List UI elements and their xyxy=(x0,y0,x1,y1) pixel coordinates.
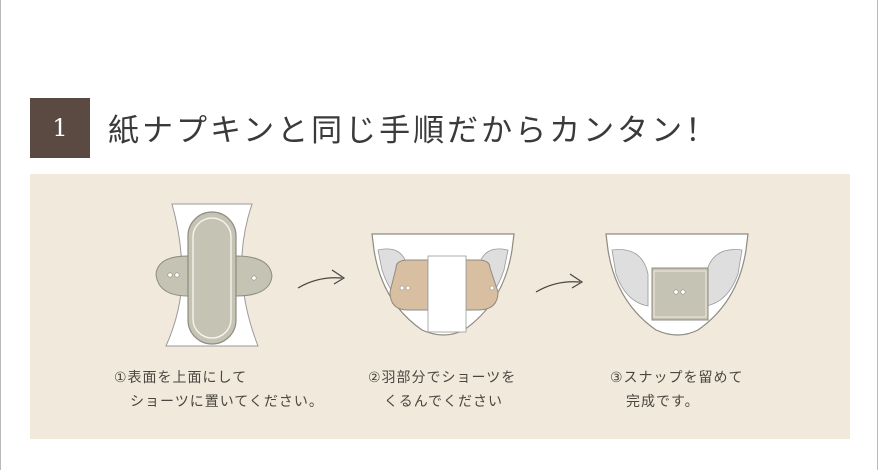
instruction-panel: ①表面を上面にして ショーツに置いてください。 ②羽部分でショーツを くるんでく… xyxy=(30,174,850,439)
caption-line: くるんでください xyxy=(384,394,504,410)
arrow-icon xyxy=(535,273,584,293)
step-number: 1 xyxy=(52,114,68,142)
step-title: 紙ナプキンと同じ手順だからカンタン！ xyxy=(108,112,720,149)
snap-fastened-illustration xyxy=(605,233,749,336)
wings-wrap-illustration xyxy=(371,233,515,336)
caption-line: ②羽部分でショーツを xyxy=(368,370,517,386)
pad-on-shorts-illustration xyxy=(155,203,273,347)
step-caption-3: ③スナップを留めて 完成です。 xyxy=(610,366,744,414)
step-number-badge: 1 xyxy=(30,98,90,158)
caption-line: ショーツに置いてください。 xyxy=(130,394,324,410)
caption-line: ③スナップを留めて xyxy=(610,370,744,386)
arrow-icon xyxy=(297,269,346,289)
caption-line: ①表面を上面にして xyxy=(114,370,248,386)
step-caption-1: ①表面を上面にして ショーツに置いてください。 xyxy=(114,366,324,414)
step-caption-2: ②羽部分でショーツを くるんでください xyxy=(368,366,516,414)
caption-line: 完成です。 xyxy=(626,394,700,410)
